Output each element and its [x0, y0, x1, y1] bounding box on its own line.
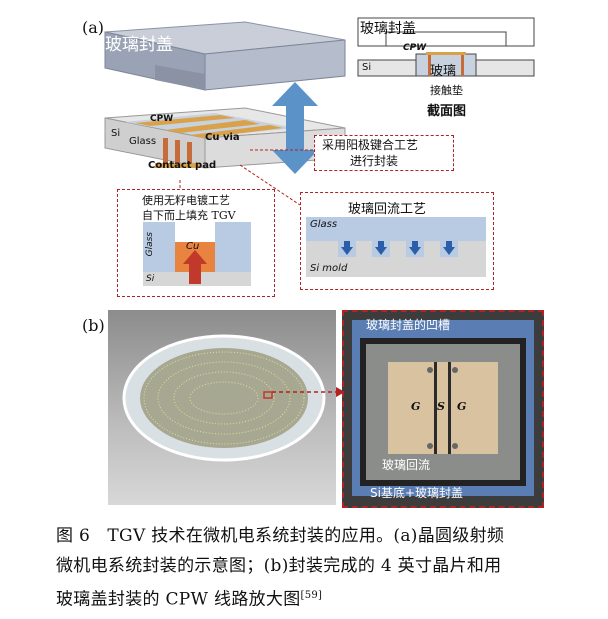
electroplate-line2: 自下而上填充 TGV — [142, 209, 236, 222]
bond-arrow-icon — [272, 82, 318, 174]
anodic-bond-line1: 采用阳极键合工艺 — [322, 138, 419, 152]
reflow-title: 玻璃回流工艺 — [348, 202, 427, 217]
anodic-bond-line2: 进行封装 — [350, 154, 399, 168]
panel-a-label: (a) — [82, 18, 105, 37]
section-si: Si — [362, 62, 372, 73]
electroplate-diagram — [143, 222, 251, 286]
caption-line-3-text: 玻璃盖封装的 CPW 线路放大图 — [56, 589, 301, 610]
section-glass: 玻璃 — [430, 64, 457, 79]
panel-a-3d-diagram — [104, 21, 346, 169]
electroplate-cu: Cu — [186, 241, 200, 252]
g-left-label: G — [411, 400, 421, 413]
g-right-label: G — [457, 400, 467, 413]
electroplate-si: Si — [146, 274, 155, 284]
caption-line-3: 玻璃盖封装的 CPW 线路放大图[59] — [56, 581, 576, 615]
caption-line-1: 图 6 TGV 技术在微机电系统封装的应用。(a)晶圆级射频 — [56, 526, 505, 546]
reflow-glass: Glass — [310, 219, 338, 230]
figure-caption: 图 6 TGV 技术在微机电系统封装的应用。(a)晶圆级射频 微机电系统封装的示… — [56, 521, 576, 615]
groove-label: 玻璃封盖的凹槽 — [366, 318, 451, 332]
section-caption: 截面图 — [427, 104, 467, 119]
contact-pad-label: Contact pad — [148, 160, 217, 171]
s-label: S — [437, 400, 445, 413]
electroplate-line1: 使用无籽电镀工艺 — [142, 194, 230, 207]
si-label: Si — [111, 128, 121, 139]
glass-label: Glass — [129, 136, 157, 147]
caption-line-2: 微机电系统封装的示意图；(b)封装完成的 4 英寸晶片和用 — [56, 556, 502, 576]
panel-b-label: (b) — [82, 316, 105, 335]
section-cpw: CPW — [403, 43, 427, 53]
wafer-photo — [108, 310, 336, 505]
caption-reference: [59] — [300, 590, 323, 601]
cpw-zoom-photo — [342, 310, 544, 508]
cpw-label: CPW — [150, 114, 174, 124]
glass-cap-label: 玻璃封盖 — [105, 35, 173, 55]
anodic-bond-box — [314, 135, 454, 171]
reflow-photo-label: 玻璃回流 — [382, 458, 431, 472]
reflow-si-mold: Si mold — [310, 263, 348, 274]
cu-via-label: Cu via — [205, 132, 240, 143]
pointer-lines — [179, 149, 314, 206]
zoom-arrow-icon — [272, 387, 345, 397]
substrate-label: Si基底+玻璃封盖 — [370, 486, 464, 500]
cross-section-diagram — [357, 17, 535, 77]
section-title: 玻璃封盖 — [360, 21, 416, 37]
section-pad: 接触垫 — [430, 84, 463, 97]
reflow-diagram — [306, 217, 486, 277]
